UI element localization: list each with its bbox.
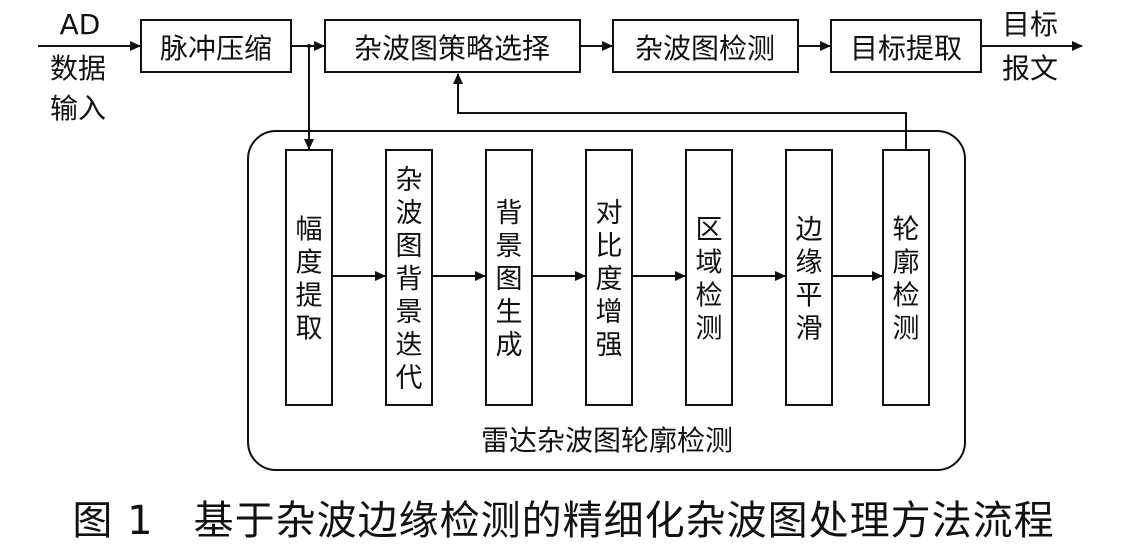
- input-label-ad: AD: [60, 8, 101, 41]
- group-label: 雷达杂波图轮廓检测: [481, 424, 733, 457]
- step-clutter-map-detection: 杂波图检测: [612, 19, 799, 73]
- inner-step-label: 区域检测: [696, 215, 723, 345]
- step-clutter-map-detection-label: 杂波图检测: [635, 32, 775, 65]
- inner-step-label: 对比度增强: [596, 198, 623, 361]
- output-label-report: 报文: [1002, 52, 1058, 85]
- flowchart: AD 数据 输入 脉冲压缩 杂波图策略选择 杂波图检测 目标提取 目标 报文: [38, 8, 1083, 471]
- inner-step-label: 背景图生成: [496, 198, 523, 361]
- inner-step-label: 幅度提取: [296, 215, 323, 345]
- step-target-extraction-label: 目标提取: [850, 32, 962, 65]
- inner-step-amplitude-extraction: 幅度提取: [285, 149, 333, 406]
- inner-step-region-detection: 区域检测: [685, 149, 733, 406]
- output-label-target: 目标: [1002, 8, 1058, 41]
- input-label-input: 输入: [50, 92, 106, 125]
- inner-step-background-iteration: 杂波图背景迭代: [385, 149, 433, 406]
- inner-step-label: 轮廓检测: [893, 215, 920, 345]
- step-clutter-map-strategy-label: 杂波图策略选择: [354, 32, 550, 65]
- inner-step-contour-detection: 轮廓检测: [882, 149, 930, 406]
- inner-step-contrast-enhancement: 对比度增强: [585, 149, 633, 406]
- caption-number: 图 1: [72, 498, 154, 544]
- radar-clutter-contour-group: [247, 130, 966, 471]
- caption-title: 基于杂波边缘检测的精细化杂波图处理方法流程: [193, 498, 1055, 544]
- inner-step-background-generation: 背景图生成: [485, 149, 533, 406]
- figure-caption: 图 1 基于杂波边缘检测的精细化杂波图处理方法流程: [0, 488, 1127, 546]
- step-pulse-compression: 脉冲压缩: [140, 19, 292, 73]
- inner-step-label: 杂波图背景迭代: [396, 165, 423, 394]
- inner-step-edge-smoothing: 边缘平滑: [785, 149, 833, 406]
- step-target-extraction: 目标提取: [830, 19, 982, 73]
- feedback-arrow: [453, 73, 907, 150]
- inner-step-label: 边缘平滑: [796, 215, 823, 345]
- branch-junction: [307, 44, 311, 48]
- input-label-data: 数据: [50, 52, 106, 85]
- step-pulse-compression-label: 脉冲压缩: [160, 32, 272, 65]
- step-clutter-map-strategy: 杂波图策略选择: [324, 19, 581, 73]
